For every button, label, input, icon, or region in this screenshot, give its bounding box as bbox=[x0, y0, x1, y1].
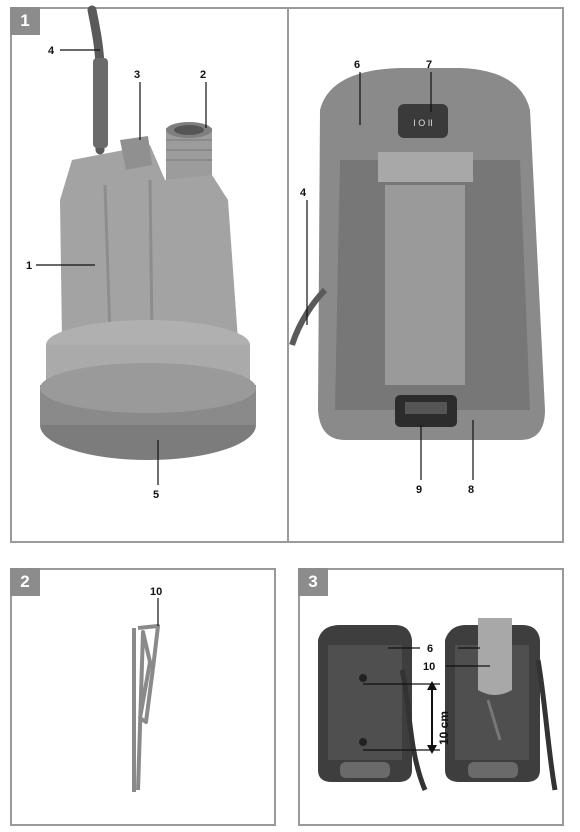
label-battery-slot: 9 bbox=[416, 484, 422, 496]
label-cable-right: 4 bbox=[300, 187, 307, 199]
label-cable-clip: 3 bbox=[134, 69, 140, 81]
switch-marks: I O II bbox=[413, 118, 433, 128]
housing-cable bbox=[289, 287, 328, 346]
label-pump-body: 1 bbox=[26, 260, 32, 272]
power-switch bbox=[398, 104, 448, 138]
cable-sleeve bbox=[93, 58, 108, 148]
cable-clip-part bbox=[120, 136, 152, 170]
figure-3-number: 3 bbox=[298, 568, 328, 596]
label-foot: 8 bbox=[468, 484, 474, 496]
figure-3-panel: 3 bbox=[298, 568, 564, 826]
figure-1-number: 1 bbox=[10, 7, 40, 35]
figure-2-panel: 2 bbox=[10, 568, 276, 826]
label-outlet: 2 bbox=[200, 69, 206, 81]
label-switch: 7 bbox=[426, 59, 432, 71]
figure-1-divider bbox=[287, 7, 289, 543]
label-base: 5 bbox=[153, 489, 159, 501]
battery-window bbox=[385, 185, 465, 385]
label-cable-left: 4 bbox=[48, 45, 55, 57]
figure-2-number: 2 bbox=[10, 568, 40, 596]
label-housing: 6 bbox=[354, 59, 360, 71]
